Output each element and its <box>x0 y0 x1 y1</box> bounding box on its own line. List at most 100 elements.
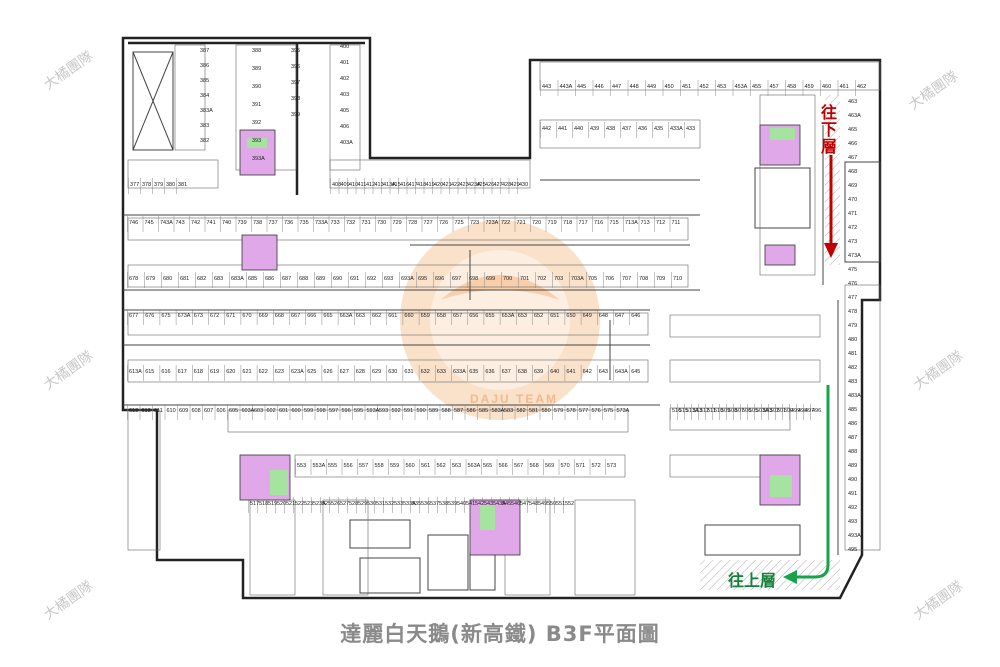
parking-space-number: 421 <box>443 182 452 188</box>
parking-space-number: 415 <box>392 182 401 188</box>
parking-space-number: 678 <box>129 276 138 282</box>
parking-space-number: 390 <box>252 84 261 90</box>
parking-space-number: 705 <box>588 276 597 282</box>
parking-space-number: 680 <box>163 276 172 282</box>
parking-space-number: 682 <box>197 276 206 282</box>
parking-space-number: 566 <box>499 463 508 469</box>
parking-space-number: 403 <box>340 92 349 98</box>
parking-space-number: 400 <box>340 44 349 50</box>
parking-space-number: 539 <box>448 501 457 507</box>
parking-space-number: 428 <box>502 182 511 188</box>
parking-space-number: 676 <box>145 313 154 319</box>
parking-space-number: 487 <box>848 435 857 441</box>
parking-space-number: 402 <box>340 76 349 82</box>
parking-space-number: 716 <box>594 220 603 226</box>
parking-space-number: 632 <box>421 369 430 375</box>
parking-space-number: 553 <box>297 463 306 469</box>
parking-space-number: 572 <box>592 463 601 469</box>
parking-space-number: 472 <box>848 225 857 231</box>
parking-space-number: 513A <box>686 408 699 414</box>
parking-space-number: 703 <box>554 276 563 282</box>
down-arrow-icon <box>824 155 838 258</box>
parking-space-number: 707 <box>622 276 631 282</box>
parking-space-number: 520 <box>277 501 286 507</box>
parking-space-number: 606 <box>217 408 226 414</box>
parking-space-number: 500 <box>784 408 793 414</box>
parking-space-number: 700 <box>503 276 512 282</box>
parking-space-number: 527 <box>340 501 349 507</box>
parking-space-number: 708 <box>639 276 648 282</box>
parking-space-number: 743A <box>160 220 173 226</box>
parking-space-number: 636 <box>485 369 494 375</box>
up-arrow-icon <box>783 385 830 584</box>
parking-space-number: 580 <box>542 408 551 414</box>
parking-space-number: 523 <box>304 501 313 507</box>
parking-space-number: 656 <box>469 313 478 319</box>
parking-space-number: 393A <box>252 156 265 162</box>
parking-space-number: 691 <box>350 276 359 282</box>
parking-space-number: 737 <box>269 220 278 226</box>
parking-space-number: 475 <box>848 267 857 273</box>
parking-space-number: 391 <box>252 102 261 108</box>
parking-space-number: 458 <box>787 84 796 90</box>
parking-space-number: 395 <box>291 48 300 54</box>
parking-space-number: 423 <box>460 182 469 188</box>
parking-space-number: 718 <box>563 220 572 226</box>
parking-space-number: 693A <box>401 276 414 282</box>
parking-space-number: 692 <box>367 276 376 282</box>
parking-space-number: 612 <box>142 408 151 414</box>
parking-space-number: 596 <box>342 408 351 414</box>
parking-space-number: 453 <box>717 84 726 90</box>
page-title: 達麗白天鵝(新高鐵) B3F平面圖 <box>340 622 660 646</box>
parking-space-number: 408 <box>332 182 341 188</box>
parking-space-number: 507 <box>735 408 744 414</box>
parking-space-number: 633 <box>437 369 446 375</box>
parking-space-number: 675 <box>161 313 170 319</box>
parking-space-number: 585 <box>479 408 488 414</box>
bay-dividers <box>127 80 856 513</box>
parking-space-number: 725 <box>455 220 464 226</box>
parking-space-number: 493A <box>848 533 861 539</box>
parking-space-number: 479 <box>848 323 857 329</box>
parking-space-number: 381 <box>178 182 187 188</box>
parking-space-number: 530 <box>367 501 376 507</box>
parking-space-number: 493 <box>848 519 857 525</box>
parking-space-number: 743 <box>176 220 185 226</box>
parking-space-number: 446 <box>595 84 604 90</box>
parking-bays <box>127 44 881 596</box>
parking-space-number: 398 <box>291 96 300 102</box>
parking-space-number: 435 <box>654 126 663 132</box>
parking-space-number: 553A <box>313 463 326 469</box>
parking-space-number: 440 <box>574 126 583 132</box>
parking-space-number: 503 <box>763 408 772 414</box>
parking-space-number: 382 <box>200 138 209 144</box>
stair-core-a <box>239 129 276 176</box>
parking-space-number: 483 <box>848 379 857 385</box>
parking-space-number: 451 <box>682 84 691 90</box>
parking-space-number: 613A <box>129 369 142 375</box>
parking-space-number: 519 <box>268 501 277 507</box>
parking-space-number: 701 <box>520 276 529 282</box>
parking-space-number: 590 <box>417 408 426 414</box>
parking-space-number: 603 <box>254 408 263 414</box>
parking-space-number: 481 <box>848 351 857 357</box>
parking-space-number: 450 <box>665 84 674 90</box>
parking-space-number: 603A <box>242 408 255 414</box>
parking-space-number: 403A <box>340 140 353 146</box>
parking-space-number: 545 <box>502 501 511 507</box>
parking-space-number: 630 <box>388 369 397 375</box>
parking-space-number: 698 <box>469 276 478 282</box>
up-direction-label: 往上層 <box>728 571 777 590</box>
parking-space-number: 473 <box>848 239 857 245</box>
parking-space-number: 623A <box>291 369 304 375</box>
parking-space-number: 672 <box>210 313 219 319</box>
parking-space-number: 723 <box>470 220 479 226</box>
parking-space-number: 467 <box>848 155 857 161</box>
parking-space-number: 541 <box>466 501 475 507</box>
parking-space-number: 583A <box>492 408 505 414</box>
parking-space-number: 735 <box>300 220 309 226</box>
parking-space-number: 401 <box>340 60 349 66</box>
parking-space-number: 419 <box>426 182 435 188</box>
